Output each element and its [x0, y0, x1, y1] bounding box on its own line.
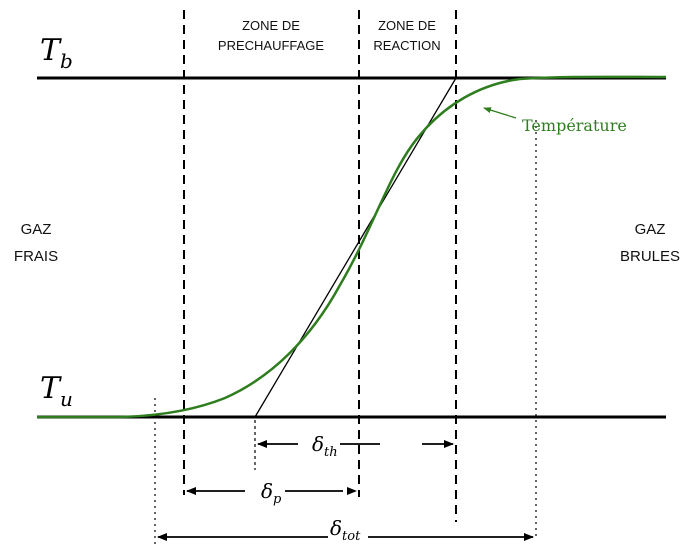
burnt-gas-label-line2: BRULES [620, 248, 680, 265]
preheat-thickness-label: δp [261, 479, 282, 507]
temperature-curve [37, 75, 667, 419]
temperature-pointer-arrow [483, 107, 517, 119]
burnt-temperature-label: Tb [40, 33, 73, 73]
thermal-thickness-label: δth [312, 432, 338, 460]
total-thickness-label: δtot [330, 516, 361, 544]
temperature-label: Température [522, 116, 627, 135]
fresh-gas-label-line2: FRAIS [14, 248, 58, 265]
burnt-gas-label-line1: GAZ [635, 221, 666, 238]
preheat-zone-title-line2: PRECHAUFFAGE [218, 38, 325, 53]
preheat-zone-title-line1: ZONE DE [242, 18, 300, 33]
unburnt-temperature-label: Tu [40, 371, 73, 411]
reaction-zone-title-line1: ZONE DE [378, 18, 436, 33]
reaction-zone-title-line2: REACTION [373, 38, 440, 53]
max-gradient-tangent [254, 77, 457, 418]
fresh-gas-label-line1: GAZ [21, 221, 52, 238]
